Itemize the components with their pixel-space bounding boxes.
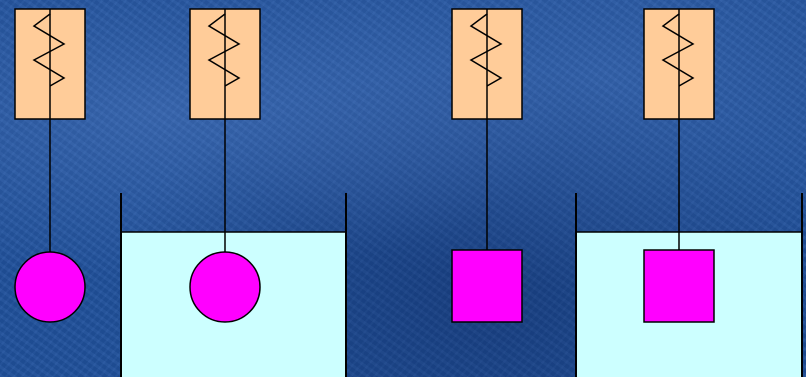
cube-weight	[451, 249, 523, 323]
setup-sphere-in-air	[14, 8, 86, 323]
sphere-weight	[189, 251, 261, 323]
cube-weight	[643, 249, 715, 323]
sphere-weight	[14, 251, 86, 323]
setup-cube-in-air	[451, 8, 523, 323]
setup-cube-in-water	[575, 8, 803, 377]
setup-sphere-in-water	[120, 8, 347, 377]
